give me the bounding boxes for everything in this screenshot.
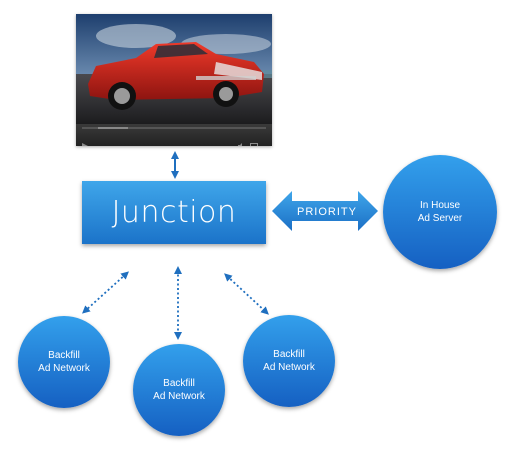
node-label-line2: Ad Server	[417, 213, 463, 224]
node-label-line1: In House	[419, 200, 461, 211]
backfill-ad-network-node: Backfill Ad Network	[133, 344, 225, 436]
progress-fill	[98, 127, 128, 129]
node-label-line1: Backfill	[163, 378, 195, 389]
node-label-line2: Ad Network	[153, 391, 205, 402]
fullscreen-icon[interactable]	[250, 136, 258, 146]
car-image	[76, 14, 272, 124]
node-label-line2: Ad Network	[263, 362, 315, 373]
junction-box: Junction	[82, 181, 266, 244]
node-label-line1: Backfill	[48, 350, 80, 361]
play-icon[interactable]	[82, 136, 88, 146]
junction-label: Junction	[111, 195, 237, 230]
video-player[interactable]	[76, 14, 272, 146]
backfill-ad-network-node: Backfill Ad Network	[18, 316, 110, 408]
priority-label: PRIORITY	[297, 206, 357, 218]
junction-backfill1-arrow	[82, 271, 129, 314]
junction-backfill3-arrow	[224, 273, 269, 315]
progress-track[interactable]	[82, 127, 266, 129]
volume-icon[interactable]	[238, 136, 245, 146]
backfill-ad-network-node: Backfill Ad Network	[243, 315, 335, 407]
node-label-line1: Backfill	[273, 349, 305, 360]
priority-arrow	[272, 191, 378, 231]
in-house-ad-server-node: In House Ad Server	[383, 155, 497, 269]
node-label-line2: Ad Network	[38, 363, 90, 374]
player-controls[interactable]	[76, 124, 272, 146]
